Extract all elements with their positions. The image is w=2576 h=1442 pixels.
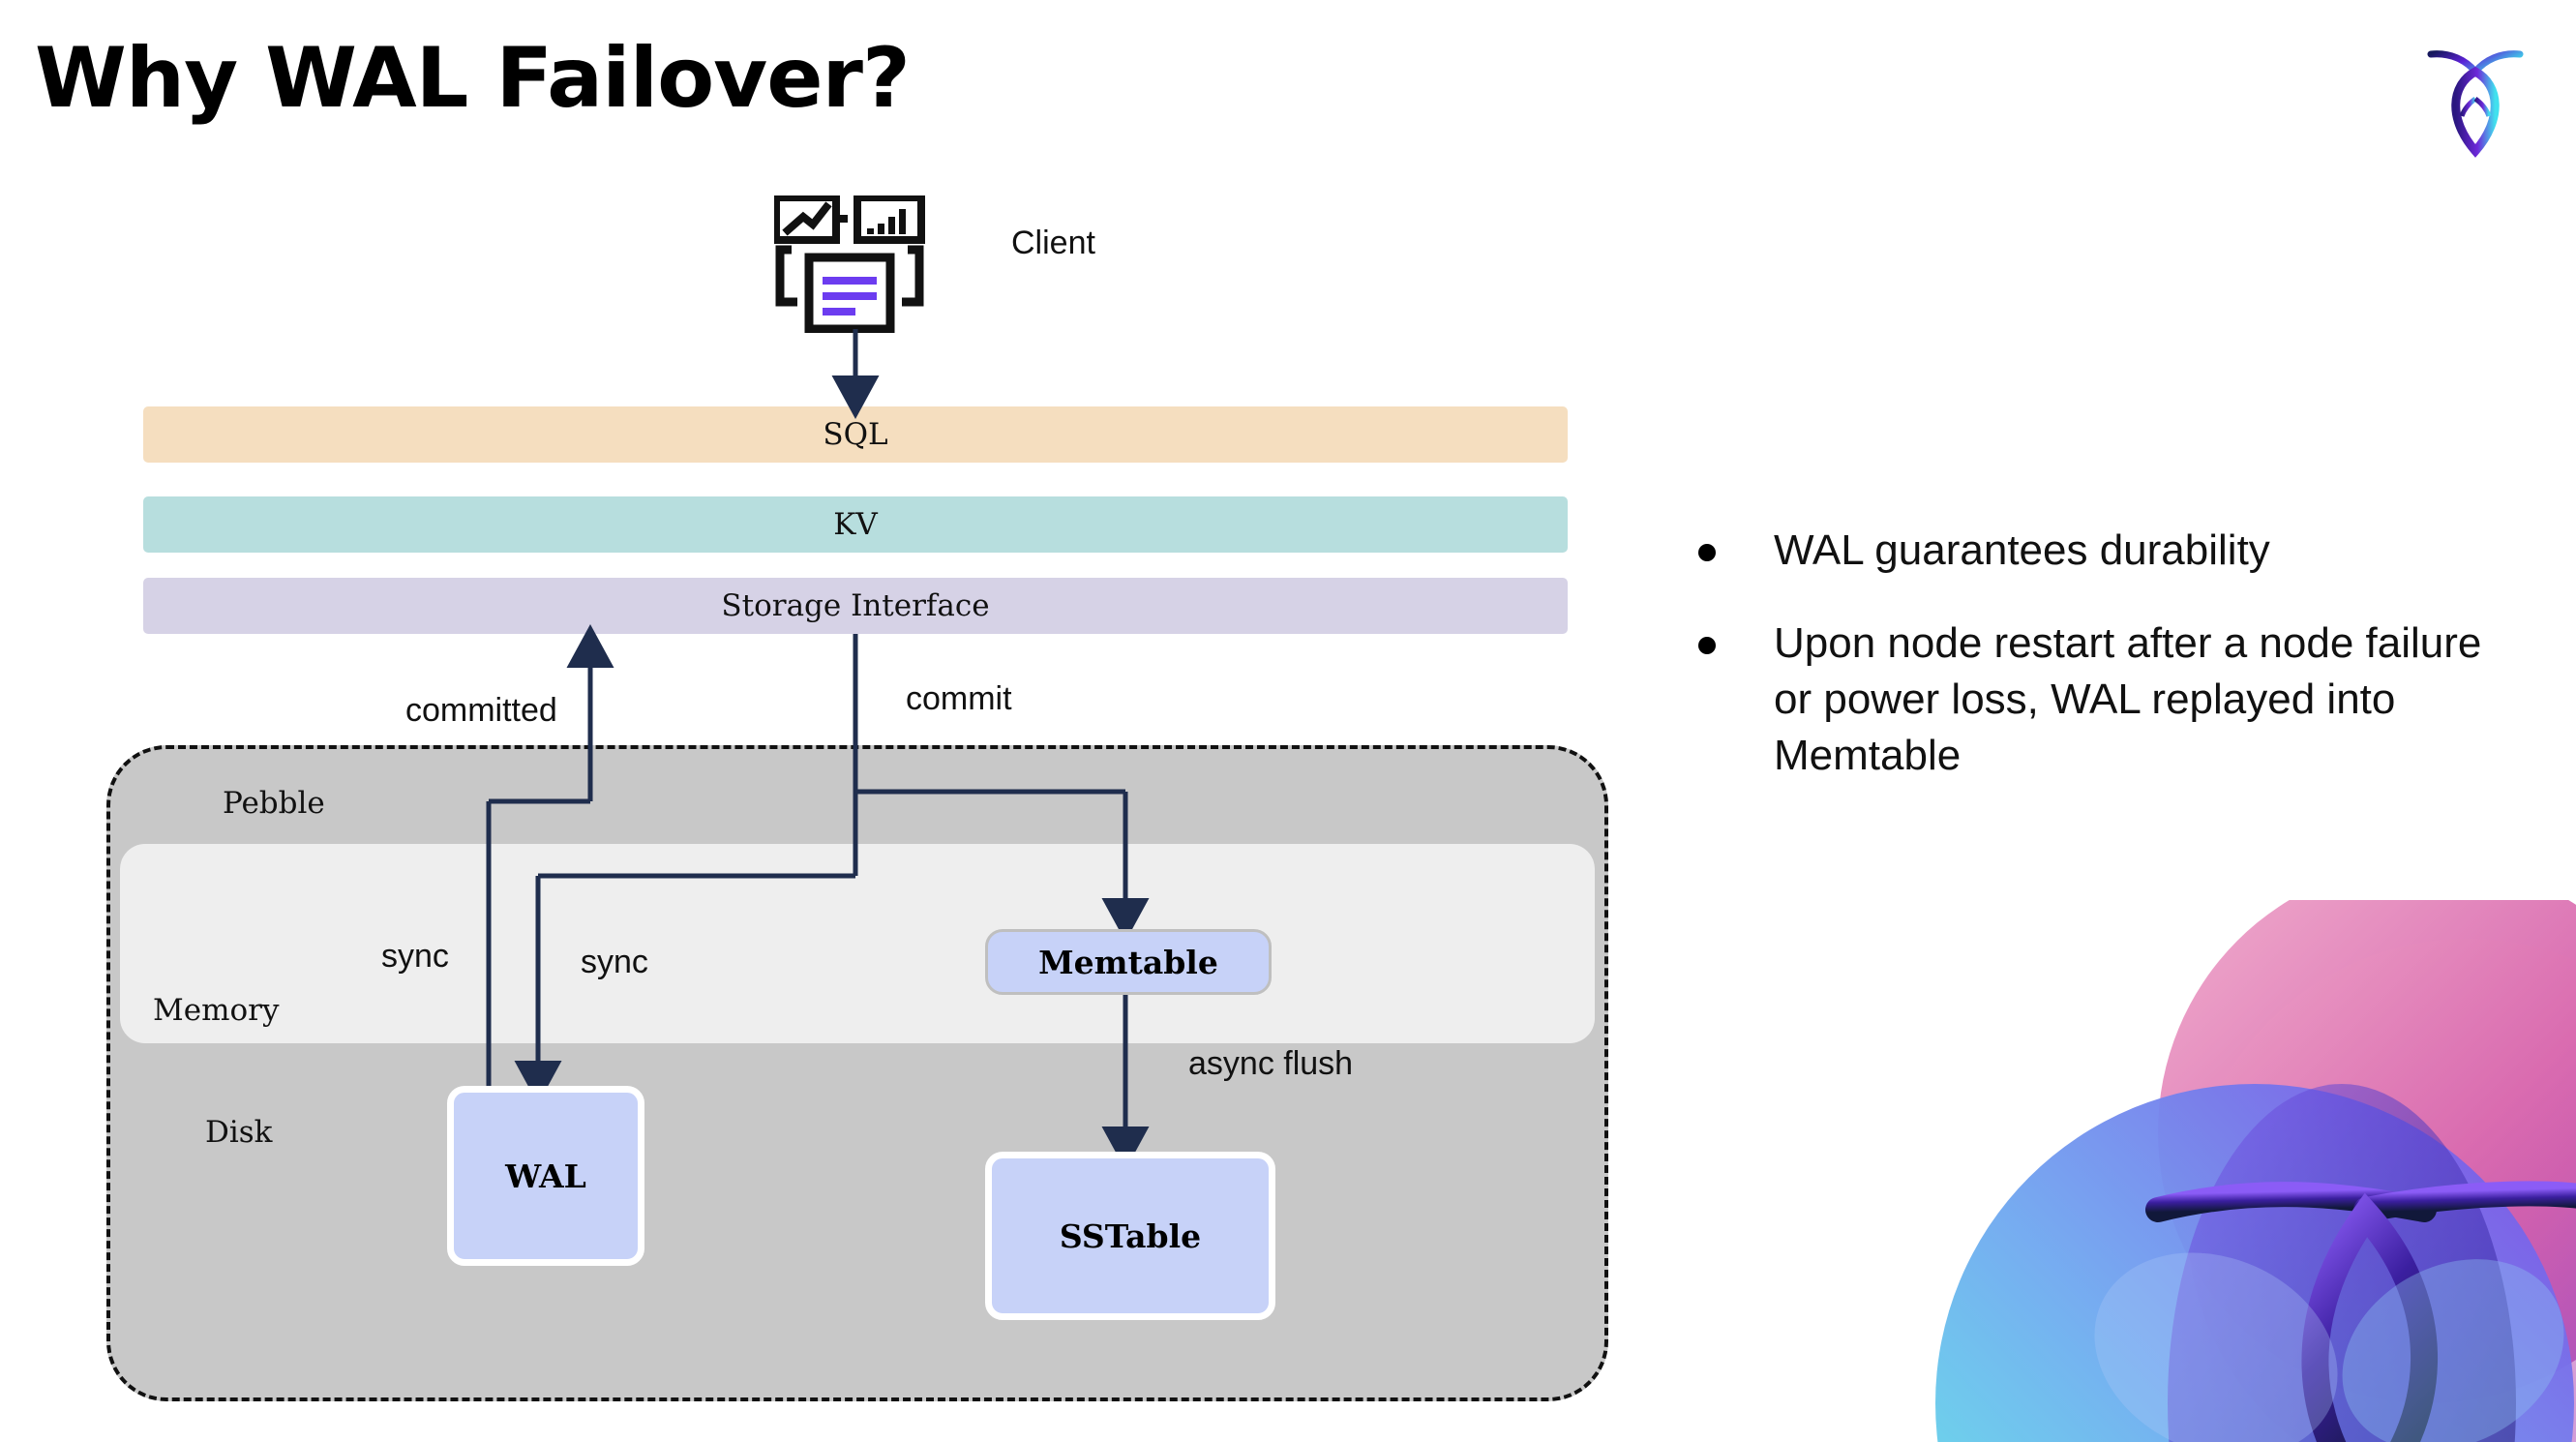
edge-label-async-flush: async flush (1188, 1045, 1354, 1082)
list-item: Upon node restart after a node failure o… (1698, 616, 2501, 784)
bullet-text: Upon node restart after a node failure o… (1774, 619, 2482, 780)
bullet-list: WAL guarantees durability Upon node rest… (1698, 523, 2501, 821)
node-wal[interactable]: WAL (447, 1086, 644, 1266)
bullet-dot-icon (1698, 637, 1716, 655)
connector-layer (486, 329, 1150, 1170)
layer-label-sql: SQL (823, 417, 888, 452)
edge-label-sync-left: sync (381, 938, 449, 975)
client-analytics-icon (772, 194, 925, 334)
memory-label: Memory (153, 993, 280, 1028)
bullet-text: WAL guarantees durability (1774, 526, 2270, 574)
list-item: WAL guarantees durability (1698, 523, 2501, 579)
memory-region (120, 844, 1595, 1043)
node-label-memtable: Memtable (1038, 943, 1218, 981)
layer-bar-kv[interactable]: KV (143, 496, 1568, 553)
layer-label-storage-interface: Storage Interface (721, 588, 990, 623)
decorative-brand-art (1926, 900, 2576, 1442)
pebble-label: Pebble (223, 786, 325, 821)
layer-label-kv: KV (833, 507, 878, 542)
bullet-dot-icon (1698, 544, 1716, 561)
node-label-wal: WAL (505, 1157, 586, 1195)
disk-label: Disk (205, 1115, 273, 1150)
cockroachdb-logo (2408, 27, 2543, 163)
edge-label-sync-right: sync (581, 944, 648, 980)
edge-label-commit: commit (906, 680, 1012, 717)
page-title: Why WAL Failover? (35, 30, 911, 127)
node-label-sstable: SSTable (1059, 1217, 1202, 1255)
node-memtable[interactable]: Memtable (985, 929, 1272, 995)
layer-bar-storage-interface[interactable]: Storage Interface (143, 578, 1568, 634)
edge-label-committed: committed (405, 692, 557, 729)
architecture-diagram: Client SQL KV Storage Interface Pebble M… (106, 194, 1608, 1401)
client-label: Client (1011, 225, 1095, 261)
node-sstable[interactable]: SSTable (985, 1152, 1275, 1320)
